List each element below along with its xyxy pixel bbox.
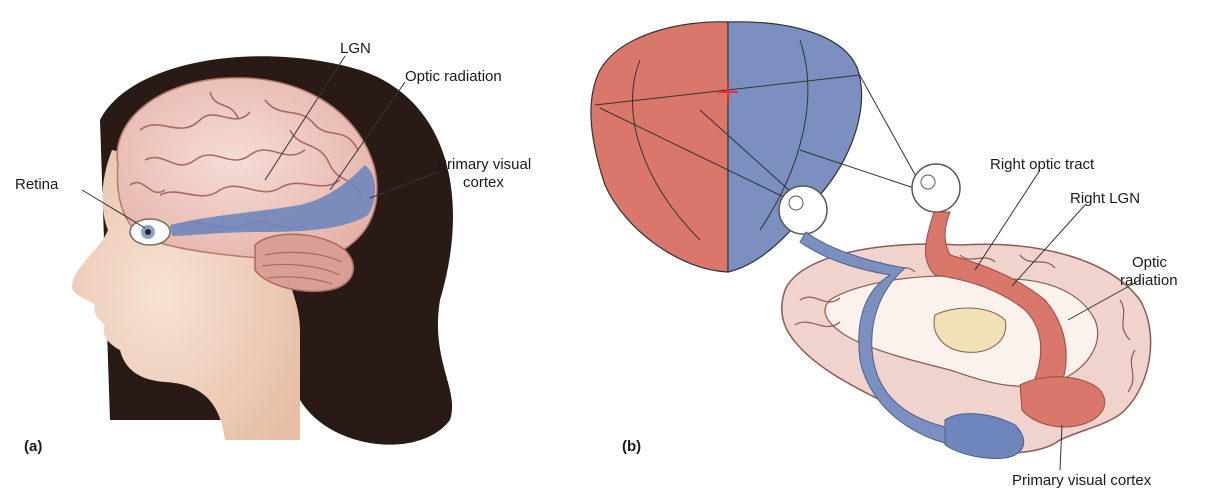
- panel-a-tag: (a): [24, 438, 42, 456]
- label-primary-visual-cortex-a-line1: Primary visual: [437, 156, 531, 174]
- label-right-lgn: Right LGN: [1070, 190, 1140, 208]
- panel-b-illustration: [591, 22, 1151, 470]
- visual-field-right-half: [728, 22, 862, 272]
- right-visual-cortex: [1020, 377, 1105, 427]
- panel-a-illustration: [72, 56, 453, 445]
- label-retina: Retina: [15, 176, 58, 194]
- label-optic-radiation-b-line2: radiation: [1120, 272, 1178, 290]
- visual-field-left-half: [591, 22, 728, 272]
- panel-b-tag: (b): [622, 438, 641, 456]
- label-primary-visual-cortex-a-line2: cortex: [463, 174, 504, 192]
- label-optic-radiation: Optic radiation: [405, 68, 502, 86]
- right-eye: [912, 164, 960, 212]
- left-eye: [779, 186, 827, 234]
- label-primary-visual-cortex-b: Primary visual cortex: [1012, 472, 1151, 490]
- label-right-optic-tract: Right optic tract: [990, 156, 1094, 174]
- label-lgn: LGN: [340, 40, 371, 58]
- label-optic-radiation-b-line1: Optic: [1132, 254, 1167, 272]
